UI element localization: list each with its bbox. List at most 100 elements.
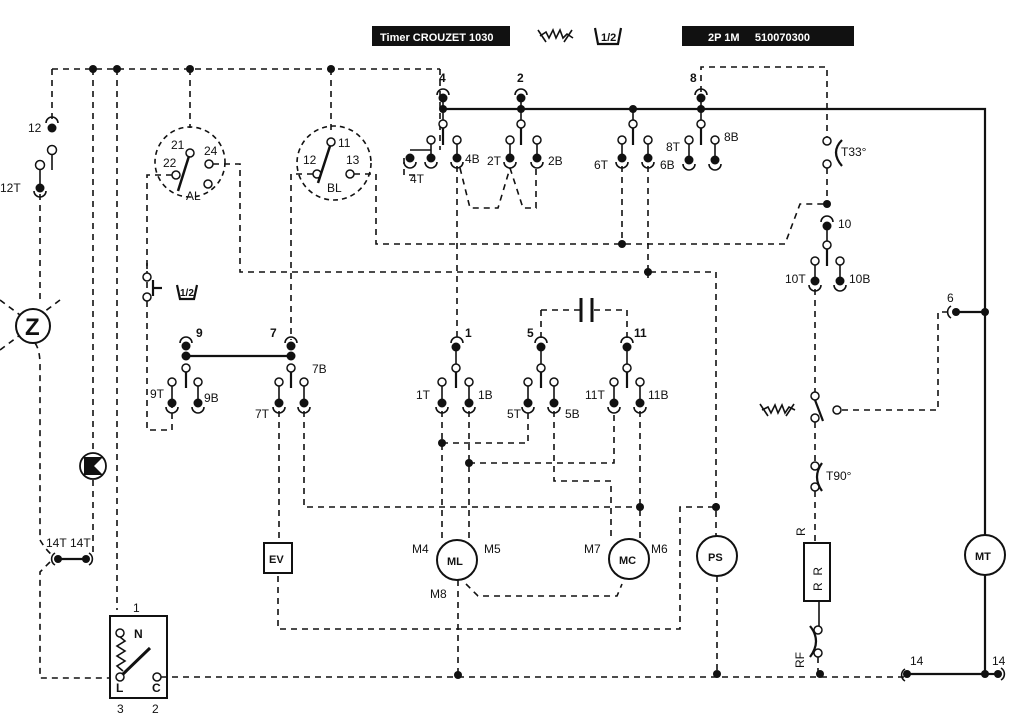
svg-text:1: 1 xyxy=(465,326,472,340)
svg-text:R R: R R xyxy=(811,567,825,591)
contact-11: 11 11T 11B xyxy=(585,326,668,414)
door-lock: 1 N L C 3 2 xyxy=(109,601,168,716)
svg-text:6B: 6B xyxy=(660,158,675,172)
contact-6-right: 6 xyxy=(946,291,989,319)
wire-14t-bottom xyxy=(39,561,110,679)
svg-text:14: 14 xyxy=(910,654,924,668)
svg-text:14T: 14T xyxy=(46,536,67,550)
svg-text:PS: PS xyxy=(708,552,723,564)
contact-4: 4 4T 4B xyxy=(403,71,480,186)
svg-text:11: 11 xyxy=(338,136,351,150)
svg-text:9B: 9B xyxy=(204,391,219,405)
svg-text:4T: 4T xyxy=(410,172,425,186)
svg-text:22: 22 xyxy=(163,156,177,170)
svg-text:7B: 7B xyxy=(312,362,327,376)
half-load-switch: 1/2 xyxy=(142,272,199,302)
svg-text:MT: MT xyxy=(975,551,991,563)
contact-8: 8 8T 8B xyxy=(666,71,739,171)
svg-text:6T: 6T xyxy=(594,158,609,172)
svg-text:14T: 14T xyxy=(70,536,91,550)
svg-text:2: 2 xyxy=(152,702,159,716)
contact-14-right: 14 14 xyxy=(900,654,1006,682)
junction xyxy=(454,671,462,679)
svg-text:12: 12 xyxy=(303,153,317,167)
contact-1: 1 1T 1B xyxy=(416,326,493,414)
wire-z-down xyxy=(34,342,41,540)
svg-text:EV: EV xyxy=(269,554,284,566)
svg-text:M7: M7 xyxy=(584,542,601,556)
svg-text:R: R xyxy=(794,527,808,536)
svg-text:4: 4 xyxy=(439,71,446,85)
thermostat-t90: T90° xyxy=(810,461,852,492)
svg-text:MC: MC xyxy=(619,555,636,567)
svg-text:12T: 12T xyxy=(0,181,21,195)
contact-12: 12 xyxy=(28,116,59,170)
contact-10: 10 10T 10B xyxy=(785,215,870,292)
contact-7: 7 7T 7B xyxy=(255,326,327,421)
svg-text:11B: 11B xyxy=(648,388,668,402)
wire-2t-2b xyxy=(509,166,537,209)
svg-text:2B: 2B xyxy=(548,154,563,168)
svg-text:C: C xyxy=(152,681,161,695)
junction xyxy=(636,503,644,511)
wire-ml-to-mc xyxy=(465,583,623,597)
svg-text:RF: RF xyxy=(793,652,807,668)
junction xyxy=(712,503,720,511)
selector-bl: 11 12 13 BL xyxy=(296,125,372,201)
svg-text:11: 11 xyxy=(634,326,647,340)
heater-spark-icon xyxy=(537,29,573,43)
contact-2: 2 2T 2B xyxy=(487,71,563,169)
svg-text:AL: AL xyxy=(186,189,201,203)
svg-text:N: N xyxy=(134,627,143,641)
heater-coil-icon xyxy=(115,636,127,672)
program-header: 2P 1M 510070300 xyxy=(682,26,854,46)
wire-bl12-to-7 xyxy=(290,173,313,340)
svg-text:T90°: T90° xyxy=(826,469,852,483)
wire-1b-11t xyxy=(469,411,615,464)
capacitor xyxy=(540,298,628,342)
wire-bl13 xyxy=(354,173,625,245)
timer-label-box xyxy=(372,26,510,46)
svg-text:6: 6 xyxy=(947,291,954,305)
svg-text:M8: M8 xyxy=(430,587,447,601)
z-label: Z xyxy=(25,314,40,341)
svg-text:10T: 10T xyxy=(785,272,806,286)
svg-text:L: L xyxy=(116,681,123,695)
svg-text:12: 12 xyxy=(28,121,42,135)
tub-icon xyxy=(175,284,199,301)
svg-text:1/2: 1/2 xyxy=(180,288,194,299)
wire-5b-to-m7 xyxy=(553,411,612,540)
filter-z: Z xyxy=(0,299,61,351)
timer-header: Timer CROUZET 1030 xyxy=(372,26,510,46)
svg-text:BL: BL xyxy=(327,181,342,195)
valve-ev: EV xyxy=(263,542,293,574)
contact-5: 5 5T 5B xyxy=(507,326,580,421)
wire-4b-2t xyxy=(459,167,511,209)
svg-text:8T: 8T xyxy=(666,140,681,154)
wire-6b-to-ps xyxy=(650,271,717,508)
wire-6-to-heater-switch xyxy=(838,311,948,411)
svg-text:M6: M6 xyxy=(651,542,668,556)
svg-text:10B: 10B xyxy=(849,272,870,286)
program-code-box xyxy=(682,26,854,46)
svg-text:5: 5 xyxy=(527,326,534,340)
pressure-switch-ps: PS xyxy=(696,535,738,577)
selector-al: 21 22 24 AL xyxy=(154,126,226,203)
svg-text:1B: 1B xyxy=(478,388,493,402)
thermostat-t33: T33° xyxy=(822,136,867,169)
heater-symbol-icon xyxy=(761,403,796,415)
contact-14t-pair: 14T 14T xyxy=(46,536,94,566)
wire-7b-to-mc xyxy=(303,411,640,508)
contact-6: 6T 6B xyxy=(594,109,675,172)
svg-text:ML: ML xyxy=(447,556,463,568)
svg-text:4B: 4B xyxy=(465,152,480,166)
svg-text:5T: 5T xyxy=(507,407,522,421)
half-load-label: 1/2 xyxy=(601,32,616,44)
svg-text:8: 8 xyxy=(690,71,697,85)
svg-text:13: 13 xyxy=(346,153,360,167)
wire-4t xyxy=(403,158,418,176)
heater-half-symbol: 1/2 xyxy=(537,27,623,46)
svg-text:14: 14 xyxy=(992,654,1006,668)
svg-text:11T: 11T xyxy=(585,388,605,402)
